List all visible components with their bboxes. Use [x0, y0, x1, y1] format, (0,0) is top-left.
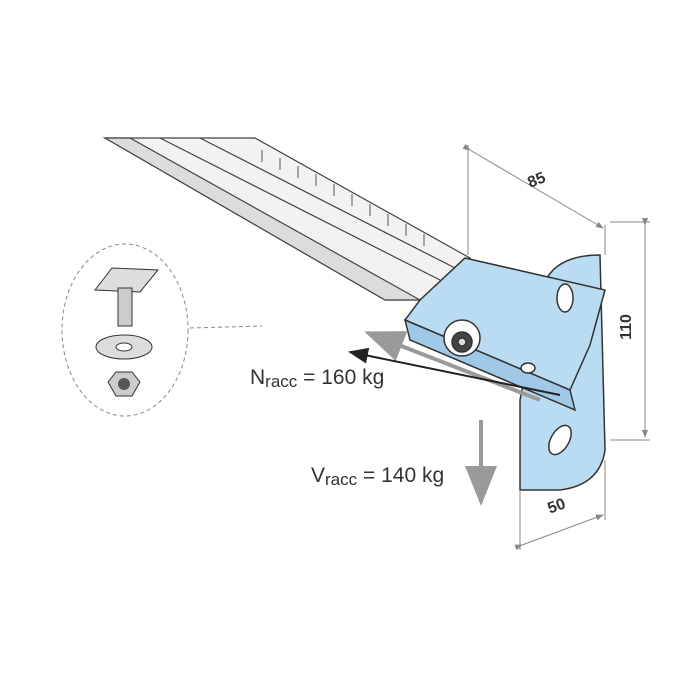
- dimension-lines: [462, 143, 650, 551]
- vertical-load-label: Vracc = 140 kg: [311, 464, 444, 490]
- n-symbol: N: [250, 366, 266, 389]
- v-subscript: racc: [325, 470, 358, 489]
- n-value: = 160 kg: [303, 366, 385, 389]
- dimension-height: 110: [617, 314, 635, 340]
- washer-icon: [95, 334, 153, 360]
- channel-rail: [102, 137, 472, 301]
- load-arrows: [348, 331, 561, 506]
- hardware-inset: [61, 243, 263, 417]
- v-value: = 140 kg: [362, 464, 445, 487]
- bracket: [403, 254, 606, 491]
- v-symbol: V: [311, 464, 326, 487]
- n-subscript: racc: [265, 372, 298, 391]
- nut-icon: [107, 371, 141, 397]
- t-bolt-icon: [94, 267, 160, 327]
- horizontal-load-label: Nracc = 160 kg: [250, 366, 384, 392]
